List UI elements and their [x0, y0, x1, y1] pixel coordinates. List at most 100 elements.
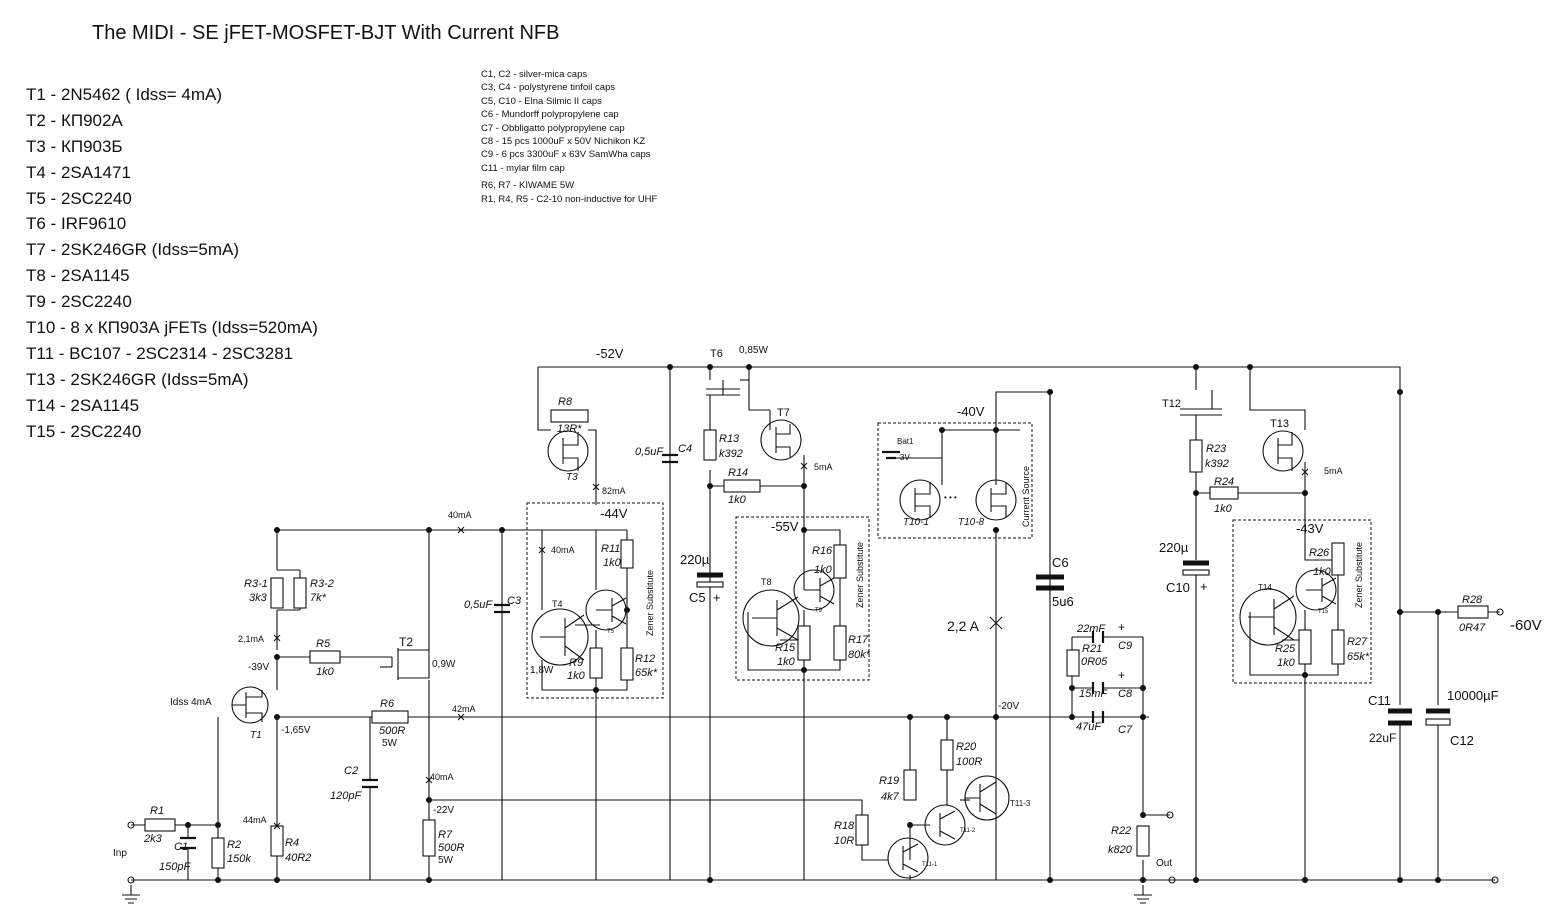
terminals	[122, 608, 1504, 904]
label-c12: C12	[1450, 733, 1474, 748]
value-r8: 13R*	[557, 423, 582, 435]
label-t3: T3	[566, 472, 578, 483]
voltage-52v: -52V	[596, 346, 624, 361]
power-t2: 0,9W	[432, 659, 456, 670]
label-c8: C8	[1118, 688, 1133, 700]
label-r19: R19	[879, 775, 899, 787]
label-c4: C4	[678, 443, 692, 455]
value-r6: 500R	[379, 725, 405, 737]
svg-text:+: +	[1118, 668, 1125, 682]
value-c4: 0,5uF	[635, 446, 664, 458]
label-c9: C9	[1118, 640, 1132, 652]
current-idss-4ma: Idss 4mA	[170, 697, 212, 708]
label-t4: T4	[552, 599, 563, 609]
parts-list-item: T7 - 2SK246GR (Idss=5mA)	[26, 240, 240, 260]
component-note: C8 - 15 pcs 1000uF x 50V Nichikon KZ	[481, 135, 646, 147]
value-c5: 220µ	[680, 552, 710, 567]
power-t4: 1,8W	[530, 665, 554, 676]
zener-label-1: Zener Substitute	[645, 570, 655, 636]
voltage-55v: -55V	[771, 519, 799, 534]
value-r1: 2k3	[143, 833, 163, 845]
component-note: C11 - mylar film cap	[481, 162, 565, 174]
value-r28: 0R47	[1459, 622, 1486, 634]
parts-list-item: T11 - BC107 - 2SC2314 - 2SC3281	[26, 343, 294, 363]
parts-list-item: T1 - 2N5462 ( Idss= 4mA)	[26, 85, 223, 104]
page-title: The MIDI - SE jFET-MOSFET-BJT With Curre…	[92, 22, 560, 44]
resistor-symbols	[144, 409, 1489, 869]
capacitor-symbols: + + + +	[180, 453, 1451, 850]
value-r9: 1k0	[567, 670, 586, 682]
label-r23: R23	[1206, 443, 1227, 455]
value-c8: 15mF	[1079, 688, 1108, 700]
component-note: C9 - 6 pcs 3300uF x 63V SamWha caps	[481, 149, 651, 161]
label-r2: R2	[227, 839, 241, 851]
component-note: C7 - Obbligatto polypropylene cap	[481, 122, 625, 134]
value-r20: 100R	[956, 756, 982, 768]
battery-voltage: 3V	[900, 453, 910, 462]
component-note: C1, C2 - silver-mica caps	[481, 69, 588, 80]
current-82ma: 82mA	[602, 486, 626, 496]
label-t10-8: T10-8	[958, 517, 985, 528]
label-c11: C11	[1368, 693, 1391, 708]
value-r7: 500R	[438, 842, 464, 854]
label-c5: C5	[689, 590, 706, 605]
svg-text:+: +	[713, 590, 721, 605]
current-marks	[273, 462, 1309, 830]
label-c6: C6	[1052, 555, 1069, 570]
current-5ma-t7: 5mA	[814, 462, 833, 472]
current-44ma: 44mA	[243, 815, 267, 825]
value-r5: 1k0	[316, 666, 335, 678]
label-r17: R17	[848, 634, 869, 646]
label-r4: R4	[285, 837, 299, 849]
label-c7: C7	[1118, 724, 1133, 736]
value-r19: 4k7	[881, 791, 900, 803]
component-note: C6 - Mundorff polypropylene cap	[481, 109, 619, 121]
parts-list-item: T3 - КП903Б	[26, 136, 123, 156]
component-note: R1, R4, R5 - C2-10 non-inductive for UHF	[481, 193, 658, 205]
value-r3-2: 7k*	[310, 592, 327, 604]
label-t15: T15	[1318, 609, 1329, 615]
label-r25: R25	[1275, 643, 1296, 655]
value-c9: 22mF	[1076, 623, 1106, 635]
label-r9: R9	[569, 657, 583, 669]
value-r4: 40R2	[285, 852, 311, 864]
value-r17: 80k*	[848, 649, 871, 661]
value-c1: 150pF	[159, 861, 191, 873]
value-c12: 10000µF	[1447, 688, 1499, 703]
label-r18: R18	[834, 820, 855, 832]
wires	[131, 366, 1500, 881]
parts-list-item: T8 - 2SA1145	[26, 266, 130, 286]
voltage-40v: -40V	[957, 404, 985, 419]
transistor-symbols	[231, 380, 1337, 879]
zener-label-3: Zener Substitute	[1354, 542, 1364, 608]
label-t14: T14	[1258, 583, 1272, 592]
value-r2: 150k	[227, 853, 251, 865]
value-c10: 220µ	[1159, 540, 1189, 555]
label-t11-2: T11-2	[960, 828, 976, 834]
t14-t15-zener-module	[1232, 519, 1372, 684]
parts-list-item: T2 - КП902А	[26, 110, 123, 130]
value-r18: 10R	[834, 835, 854, 847]
current-2-2a: 2,2 A	[947, 618, 980, 634]
svg-text:+: +	[1200, 579, 1208, 594]
label-t8: T8	[761, 577, 772, 587]
component-note: R6, R7 - KIWAME 5W	[481, 180, 575, 192]
voltage-43v: -43V	[1296, 521, 1324, 536]
current-2-1ma: 2,1mA	[238, 634, 264, 644]
parallel-dots: • • •	[944, 493, 957, 502]
input-label: Inp	[113, 848, 127, 859]
label-r1: R1	[150, 805, 164, 817]
zener-label-2: Zener Substitute	[855, 542, 865, 608]
parts-list-item: T5 - 2SC2240	[26, 188, 132, 208]
value-r11: 1k0	[603, 557, 622, 569]
parts-list: T1 - 2N5462 ( Idss= 4mA) T2 - КП902А T3 - …	[26, 82, 318, 444]
current-40ma-r7: 40mA	[430, 772, 454, 782]
label-r14: R14	[728, 467, 748, 479]
label-r7: R7	[438, 829, 453, 841]
label-r21: R21	[1082, 643, 1102, 655]
value-r27: 65k*	[1347, 651, 1370, 663]
current-40ma-t4: 40mA	[551, 545, 575, 555]
label-r24: R24	[1214, 476, 1234, 488]
